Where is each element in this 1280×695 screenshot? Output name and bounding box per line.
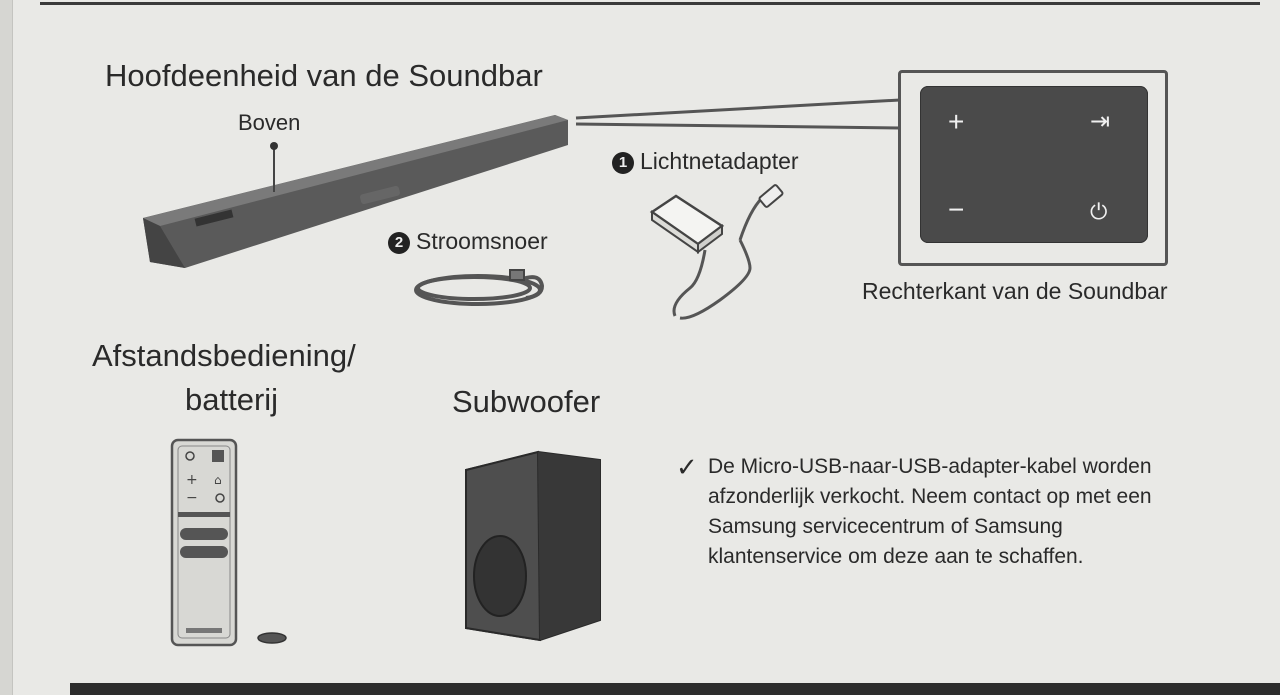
- top-pointer-dot: [270, 142, 278, 150]
- soundbar-right-panel: + ⇥ − ⏻: [920, 86, 1148, 243]
- label-power-cord: 2 Stroomsnoer: [388, 228, 548, 255]
- top-rule: [40, 2, 1260, 5]
- check-icon: ✓: [676, 452, 698, 482]
- remote-illustration: + ⌂ −: [170, 438, 238, 647]
- cord-label-text: Stroomsnoer: [416, 228, 548, 254]
- heading-remote-line1: Afstandsbediening/: [92, 338, 356, 373]
- heading-remote-line2: batterij: [185, 382, 279, 417]
- label-top: Boven: [238, 110, 301, 135]
- minus-icon: −: [948, 194, 965, 225]
- note-line-1: De Micro-USB-naar-USB-adapter-kabel word…: [708, 455, 1152, 478]
- label-adapter: 1 Lichtnetadapter: [612, 148, 799, 175]
- note-line-2: afzonderlijk verkocht. Neem contact op m…: [708, 485, 1152, 508]
- battery-illustration: [257, 632, 287, 644]
- note-line-4: klantenservice om deze aan te schaffen.: [708, 545, 1084, 568]
- plus-icon: +: [948, 106, 965, 137]
- svg-text:+: +: [186, 472, 198, 488]
- adapter-number-badge: 1: [612, 152, 634, 174]
- bottom-rule: [70, 683, 1280, 695]
- power-icon: ⏻: [1090, 199, 1108, 224]
- note-block: ✓ De Micro-USB-naar-USB-adapter-kabel wo…: [676, 452, 1216, 572]
- svg-text:⌂: ⌂: [214, 473, 222, 487]
- soundbar-illustration: [143, 115, 568, 268]
- cord-number-badge: 2: [388, 232, 410, 254]
- adapter-label-text: Lichtnetadapter: [640, 148, 799, 174]
- power-cord-illustration: [414, 269, 545, 306]
- ac-adapter-illustration: [649, 184, 784, 320]
- page-edge: [0, 0, 13, 695]
- source-icon: ⇥: [1090, 108, 1111, 135]
- label-right-side: Rechterkant van de Soundbar: [862, 278, 1168, 304]
- subwoofer-illustration: [465, 450, 601, 642]
- svg-text:−: −: [186, 490, 198, 506]
- leader-line-bottom: [575, 122, 901, 130]
- panel-callout-frame: [898, 70, 1168, 266]
- note-line-3: Samsung servicecentrum of Samsung: [708, 515, 1063, 538]
- heading-main-unit: Hoofdeenheid van de Soundbar: [105, 58, 543, 93]
- leader-line-top: [575, 98, 901, 120]
- heading-subwoofer: Subwoofer: [452, 384, 601, 419]
